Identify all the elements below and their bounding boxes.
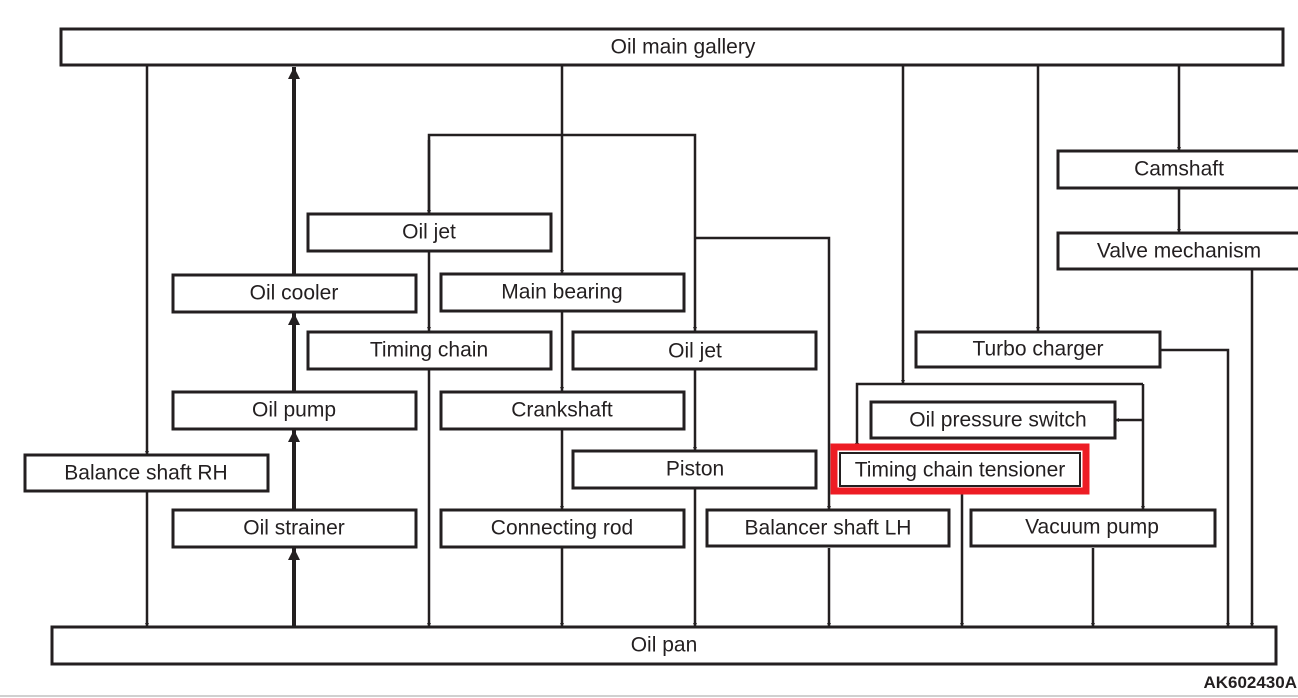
oil-pan-box: Oil pan [50, 625, 1278, 666]
connecting-rod-box: Connecting rod [439, 508, 686, 549]
oil-pan-label: Oil pan [631, 634, 698, 657]
timing-chain-tensioner-box: Timing chain tensioner [830, 443, 1090, 495]
oil-strainer-box: Oil strainer [171, 508, 418, 549]
oil-pressure-switch-box: Oil pressure switch [869, 400, 1117, 440]
piston-label: Piston [666, 458, 724, 481]
timing-chain-label: Timing chain [370, 339, 488, 362]
oil-jet-2-box: Oil jet [571, 330, 818, 371]
turbo-charger-box: Turbo charger [914, 330, 1162, 369]
connecting-rod-label: Connecting rod [491, 517, 633, 540]
arrow-branch-to-tensioner [854, 382, 1143, 447]
balance-shaft-rh-label: Balance shaft RH [64, 462, 227, 485]
vacuum-pump-box: Vacuum pump [969, 508, 1217, 548]
oil-main-gallery-label: Oil main gallery [611, 36, 756, 59]
balancer-shaft-lh-box: Balancer shaft LH [705, 508, 951, 548]
crankshaft-label: Crankshaft [511, 399, 613, 422]
timing-chain-tensioner-label: Timing chain tensioner [855, 459, 1066, 482]
camshaft-box: Camshaft [1056, 149, 1298, 190]
camshaft-label: Camshaft [1134, 158, 1224, 181]
valve-mechanism-box: Valve mechanism [1056, 231, 1298, 271]
oil-jet-1-label: Oil jet [402, 221, 456, 244]
valve-mechanism-label: Valve mechanism [1097, 240, 1261, 263]
figure-code: AK602430A [1203, 673, 1297, 692]
oil-main-gallery: Oil main gallery [59, 27, 1285, 67]
balancer-shaft-lh-label: Balancer shaft LH [745, 517, 912, 540]
arrow-to-balancer-shaft-lh [695, 236, 832, 510]
oil-pressure-switch-label: Oil pressure switch [909, 409, 1086, 432]
crankshaft-box: Crankshaft [439, 390, 686, 431]
piston-box: Piston [571, 449, 818, 490]
bottom-divider [0, 695, 1298, 697]
main-bearing-box: Main bearing [439, 272, 686, 313]
oil-cooler-box: Oil cooler [171, 273, 418, 314]
flow-lines [144, 66, 1255, 627]
oil-cooler-label: Oil cooler [250, 282, 339, 305]
arrow-turbo-charger-to-oil-pan [1161, 348, 1231, 627]
balance-shaft-rh-box: Balance shaft RH [23, 453, 270, 493]
oil-pump-label: Oil pump [252, 399, 336, 422]
timing-chain-box: Timing chain [306, 330, 553, 371]
highlight-frame [830, 443, 1090, 495]
oil-jet-2-label: Oil jet [668, 340, 722, 363]
main-bearing-label: Main bearing [501, 281, 622, 304]
oil-pump-box: Oil pump [171, 390, 418, 431]
turbo-charger-label: Turbo charger [972, 338, 1103, 361]
oil-jet-1-box: Oil jet [306, 212, 553, 253]
oil-strainer-label: Oil strainer [243, 517, 345, 540]
vacuum-pump-label: Vacuum pump [1025, 516, 1159, 539]
